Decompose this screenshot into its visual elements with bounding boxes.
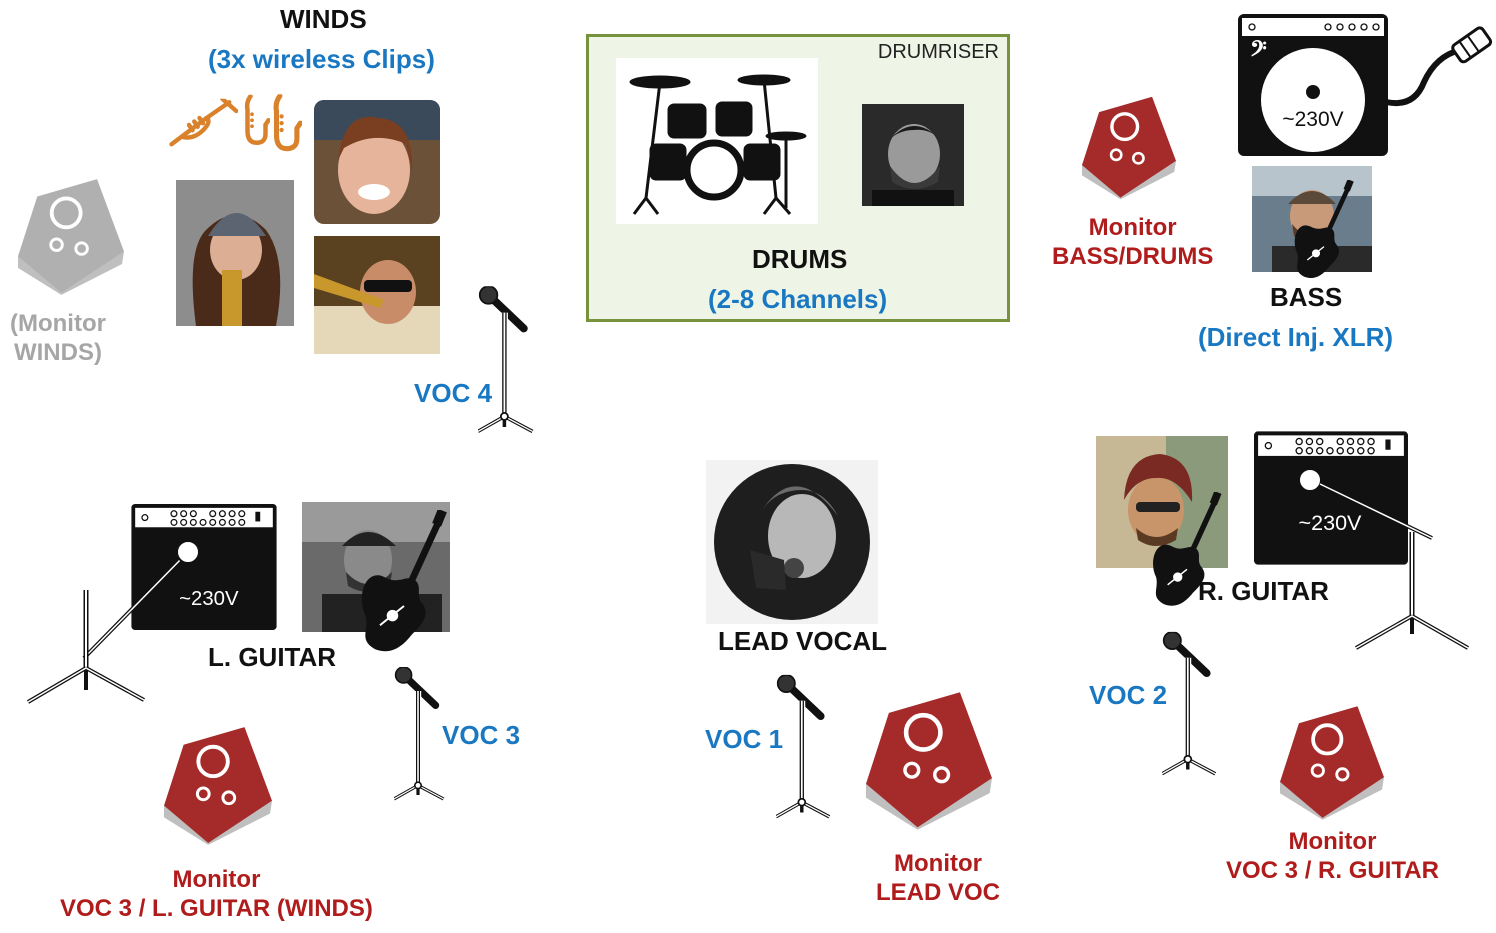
monitor-lguitar-line2: VOC 3 / L. GUITAR (WINDS) [60,894,373,922]
bass-subtitle: (Direct Inj. XLR) [1198,322,1394,352]
monitor-winds-line1: (Monitor [10,310,106,337]
drumriser-label: DRUMRISER [877,41,999,63]
bass-guitar-icon [1276,180,1372,280]
svg-text:𝄢: 𝄢 [1250,37,1267,67]
monitor-rguitar-label: Monitor VOC 3 / R. GUITAR [1226,828,1439,886]
lead-vocal-title: LEAD VOCAL [718,626,887,656]
monitor-bass-label: Monitor BASS/DRUMS [1052,214,1213,272]
bass-amp-icon: 𝄢 ~230V [1238,14,1388,156]
monitor-lguitar-line1: Monitor [172,866,261,893]
winds-player-photo [314,100,440,224]
microphone-stand-icon [1298,468,1469,650]
trumpet-icon [168,92,238,158]
monitor-speaker-icon [1280,704,1384,822]
winds-subtitle: (3x wireless Clips) [208,44,435,74]
monitor-winds-line2: WINDS) [13,338,102,366]
monitor-speaker-icon [164,722,272,850]
drumkit-icon [616,58,818,224]
electric-guitar-icon [334,510,474,654]
l-guitar-amp-voltage: ~230V [179,588,239,610]
monitor-bass-line2: BASS/DRUMS [1052,242,1214,270]
monitor-lguitar-label: Monitor VOC 3 / L. GUITAR (WINDS) [60,866,373,924]
monitor-rguitar-line2: VOC 3 / R. GUITAR [1226,856,1439,884]
monitor-speaker-icon [1082,92,1176,204]
guitar-amp-icon: ~230V [130,504,278,630]
monitor-lead-line2: LEAD VOC [876,878,1001,906]
xlr-cable-icon [1385,26,1493,106]
saxophone-icon [268,90,302,158]
r-guitar-title: R. GUITAR [1198,576,1329,606]
microphone-stand-icon [478,276,566,446]
microphone-stand-icon [1162,620,1248,790]
monitor-speaker-icon [866,684,992,838]
monitor-lead-label: Monitor LEAD VOC [876,850,1000,908]
lead-vocalist-photo [706,460,878,624]
monitor-lead-line1: Monitor [894,850,982,877]
guitar-amp-icon: ~230V [1254,430,1408,566]
drums-title: DRUMS [752,244,848,274]
microphone-stand-icon [26,540,200,704]
monitor-rguitar-line1: Monitor [1288,828,1377,855]
l-guitar-title: L. GUITAR [208,642,337,672]
drummer-photo [862,104,964,206]
voc3-label: VOC 3 [442,720,521,750]
monitor-winds-label: (Monitor WINDS) [10,310,106,368]
microphone-stand-icon [776,662,862,834]
winds-title: WINDS [280,4,367,34]
voc1-label: VOC 1 [705,724,784,754]
monitor-speaker-icon [18,178,124,296]
r-guitar-amp-voltage: ~230V [1299,510,1363,535]
monitor-bass-line1: Monitor [1088,214,1177,241]
winds-player-photo [176,180,294,326]
saxophone-icon [240,88,270,154]
drums-subtitle: (2-8 Channels) [708,284,888,314]
bass-title: BASS [1270,282,1343,312]
voc2-label: VOC 2 [1089,680,1168,710]
voc4-label: VOC 4 [414,378,493,408]
bass-amp-voltage: ~230V [1282,108,1343,131]
winds-player-photo [314,236,440,354]
